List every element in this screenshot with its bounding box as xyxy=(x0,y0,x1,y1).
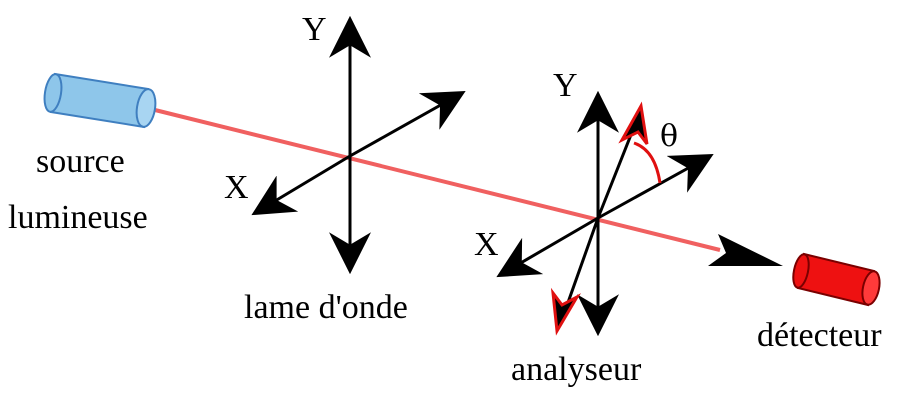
beam-arrowhead xyxy=(708,234,783,266)
analyzer-axes xyxy=(496,90,714,337)
analyzer-direction-arrow-down xyxy=(550,287,581,336)
light-beam xyxy=(154,108,721,252)
analyzer-direction-arrow-up xyxy=(618,101,649,145)
waveplate-x-label: X xyxy=(224,169,249,206)
waveplate-axes xyxy=(251,15,466,275)
detector-label: détecteur xyxy=(757,317,882,354)
waveplate-y-label: Y xyxy=(302,11,327,48)
analyzer-y-label: Y xyxy=(553,67,578,104)
waveplate-label: lame d'onde xyxy=(244,289,408,326)
waveplate-x-axis xyxy=(251,154,351,216)
angle-label: θ xyxy=(660,119,678,154)
analyzer-x-label: X xyxy=(474,226,499,263)
source-label-line1: source xyxy=(36,143,125,180)
analyzer-x-axis-neg xyxy=(597,153,714,220)
detector-icon xyxy=(792,252,881,307)
light-source-icon xyxy=(43,72,157,129)
angle-arc xyxy=(633,141,662,184)
waveplate-x-axis-neg xyxy=(349,90,466,158)
analyzer-label: analyseur xyxy=(511,351,642,388)
source-label-line2: lumineuse xyxy=(8,199,148,236)
analyzer-x-axis xyxy=(496,216,599,278)
